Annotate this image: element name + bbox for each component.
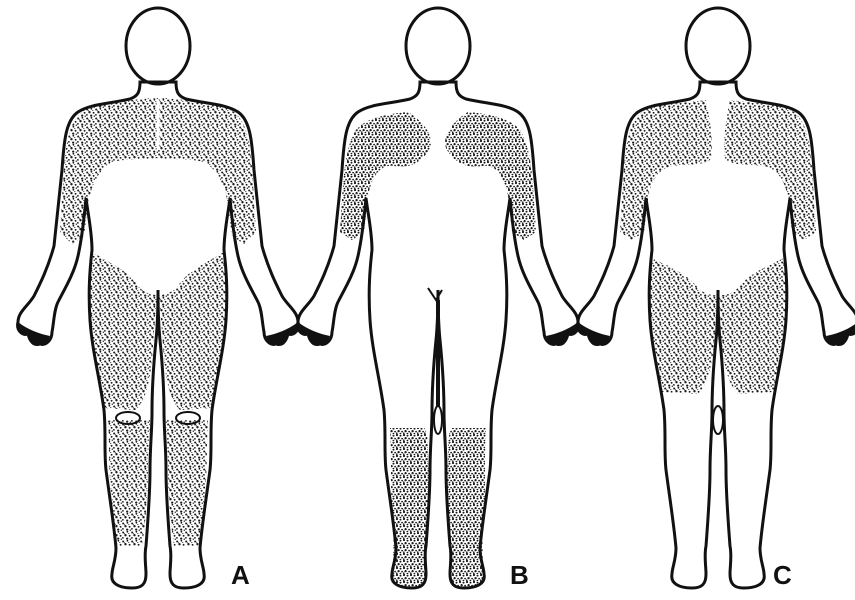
panel-label-c: C <box>773 562 792 588</box>
head <box>406 8 470 84</box>
hand-left <box>298 322 330 345</box>
hand-right <box>546 322 578 345</box>
panel-label-a: A <box>231 562 250 588</box>
hand-left <box>18 322 50 345</box>
body-figure-b <box>298 8 579 588</box>
body-figure-a <box>18 8 299 588</box>
hand-right <box>826 322 855 345</box>
hand-right <box>266 322 298 345</box>
panel-label-b: B <box>510 562 529 588</box>
hand-left <box>578 322 610 345</box>
body-figure-c <box>578 8 855 588</box>
head <box>686 8 750 84</box>
head <box>126 8 190 84</box>
